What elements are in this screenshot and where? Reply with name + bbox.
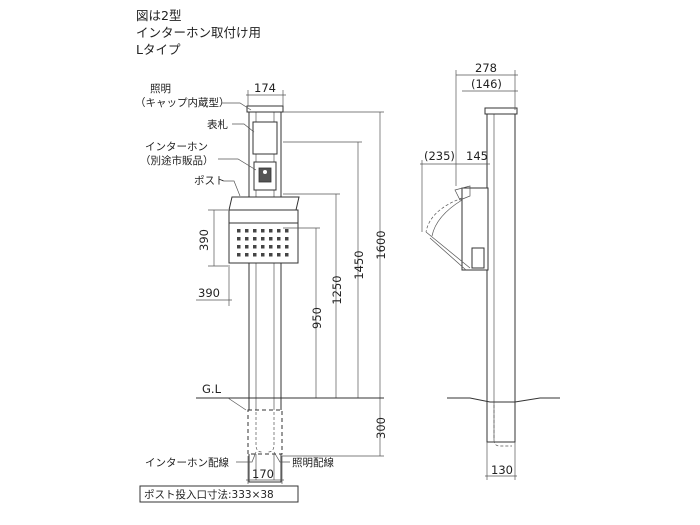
vent-hole	[269, 229, 273, 233]
vent-hole	[237, 237, 241, 241]
nameplate	[252, 121, 278, 155]
label-light-wiring: 照明配線	[292, 456, 334, 469]
vent-hole	[261, 253, 265, 257]
side-view	[425, 107, 518, 447]
intercom-unit	[258, 167, 272, 183]
slot-size-box	[139, 485, 299, 503]
label-post: ポスト	[194, 175, 226, 187]
embedded-section	[247, 409, 283, 455]
vent-hole	[253, 237, 257, 241]
vent-hole	[277, 237, 281, 241]
dim-950: 950	[310, 307, 324, 329]
post-lid	[228, 196, 300, 211]
light-cap	[246, 105, 284, 113]
dim-base-width: 170	[252, 467, 274, 481]
dim-side-145: 145	[466, 149, 488, 163]
dim-300: 300	[374, 417, 388, 439]
post-slot-band	[228, 209, 299, 224]
vent-hole	[237, 245, 241, 249]
dim-post-height: 390	[197, 229, 211, 251]
vent-hole	[269, 245, 273, 249]
vent-hole	[237, 253, 241, 257]
vent-hole	[261, 237, 265, 241]
vent-hole	[261, 229, 265, 233]
vent-hole	[285, 237, 289, 241]
vent-hole	[253, 253, 257, 257]
vent-hole	[269, 253, 273, 257]
vent-hole	[285, 253, 289, 257]
vent-hole	[285, 229, 289, 233]
dim-side-depth-sub: (146)	[471, 77, 502, 91]
dim-post-width: 390	[198, 286, 220, 300]
vent-hole	[277, 229, 281, 233]
side-cap	[484, 107, 518, 115]
dim-1250: 1250	[330, 275, 344, 304]
label-light-sub: （キャップ内蔵型）	[135, 96, 230, 109]
dim-1600: 1600	[374, 230, 388, 259]
side-ground-line	[447, 397, 560, 403]
dim-top-width: 174	[254, 81, 276, 95]
vent-hole	[245, 237, 249, 241]
side-column	[486, 111, 516, 443]
vent-hole	[245, 245, 249, 249]
vent-hole	[277, 253, 281, 257]
height-dimensions: 950 1250 1450 1600 300	[282, 111, 388, 457]
post-vent-holes	[237, 229, 289, 257]
dim-side-235: (235)	[424, 149, 455, 163]
slot-size-text: ポスト投入口寸法:333×38	[144, 488, 274, 501]
dim-side-base: 130	[491, 463, 513, 477]
label-intercom-wiring: インターホン配線	[145, 456, 229, 469]
vent-hole	[269, 237, 273, 241]
label-intercom: インターホン	[145, 141, 208, 153]
vent-hole	[237, 229, 241, 233]
vent-hole	[253, 229, 257, 233]
dim-1450: 1450	[352, 250, 366, 279]
title-line-2: インターホン取付け用	[136, 25, 261, 40]
vent-hole	[285, 245, 289, 249]
label-intercom-sub: （別途市販品）	[140, 154, 214, 167]
flap-swing	[425, 197, 463, 233]
vent-hole	[245, 229, 249, 233]
title-line-3: Lタイプ	[136, 42, 181, 57]
label-nameplate: 表札	[207, 118, 228, 131]
title-line-1: 図は2型	[136, 8, 181, 23]
vent-hole	[261, 245, 265, 249]
label-gl: G.L	[202, 382, 222, 396]
front-view	[228, 105, 300, 483]
dim-side-depth: 278	[475, 61, 497, 75]
label-light: 照明	[150, 83, 171, 95]
vent-hole	[253, 245, 257, 249]
vent-hole	[245, 253, 249, 257]
vent-hole	[277, 245, 281, 249]
